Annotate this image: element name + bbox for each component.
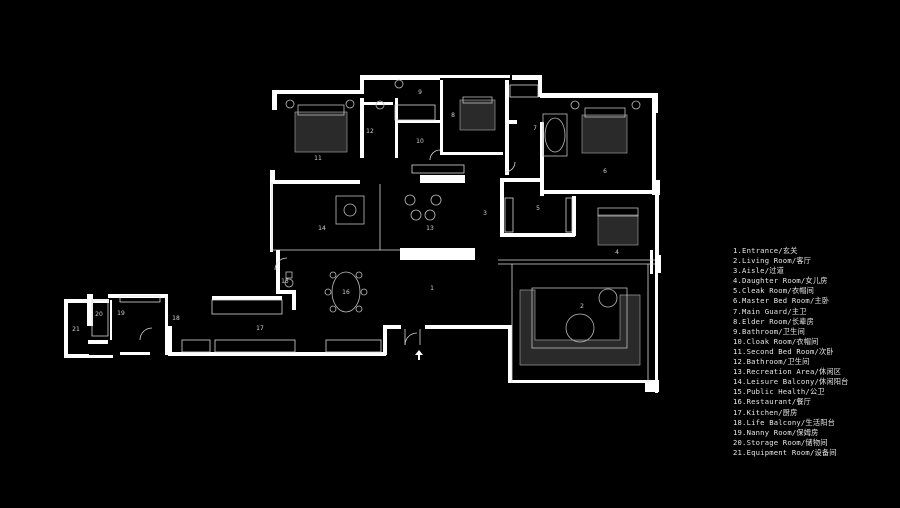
room-number-7: 7 xyxy=(533,125,537,132)
legend-item: 9.Bathroom/卫生间 xyxy=(733,326,805,336)
legend-item: 7.Main Guard/主卫 xyxy=(733,306,807,316)
legend-item: 13.Recreation Area/休闲区 xyxy=(733,367,842,377)
legend-item: 3.Aisle/过道 xyxy=(733,266,784,276)
room-legend: 1.Entrance/玄关 2.Living Room/客厅 3.Aisle/过… xyxy=(733,246,849,458)
legend-item: 14.Leisure Balcony/休闲阳台 xyxy=(733,377,849,387)
room-number-12: 12 xyxy=(366,128,374,135)
room-number-2: 2 xyxy=(580,303,584,310)
legend-item: 17.Kitchen/厨房 xyxy=(733,407,798,417)
room-number-18: 18 xyxy=(172,315,180,322)
legend-item: 12.Bathroom/卫生间 xyxy=(733,357,810,367)
room-number-6: 6 xyxy=(603,168,607,175)
room-number-20: 20 xyxy=(95,311,103,318)
room-number-1: 1 xyxy=(430,285,434,292)
legend-item: 5.Cleak Room/衣帽间 xyxy=(733,286,815,296)
room-number-labels: 1 2 3 4 5 6 7 8 9 10 11 12 13 14 15 16 1… xyxy=(72,89,619,333)
room-number-8: 8 xyxy=(451,112,455,119)
legend-item: 6.Master Bed Room/主卧 xyxy=(733,296,830,306)
legend-item: 8.Elder Room/长辈房 xyxy=(733,316,815,326)
furniture xyxy=(284,79,641,366)
legend-item: 20.Storage Room/储物间 xyxy=(733,437,828,447)
room-number-19: 19 xyxy=(117,310,125,317)
room-number-15: 15 xyxy=(281,278,289,285)
room-number-11: 11 xyxy=(314,155,322,162)
legend-item: 1.Entrance/玄关 xyxy=(733,246,798,255)
walls xyxy=(64,75,661,393)
room-number-13: 13 xyxy=(426,225,434,232)
legend-item: 18.Life Balcony/生活阳台 xyxy=(733,417,835,427)
legend-item: 2.Living Room/客厅 xyxy=(733,256,812,266)
room-number-5: 5 xyxy=(536,205,540,212)
room-number-4: 4 xyxy=(615,249,619,256)
legend-item: 4.Daughter Room/女儿房 xyxy=(733,276,828,286)
legend-item: 21.Equipment Room/设备间 xyxy=(733,447,837,457)
legend-item: 19.Nanny Room/保姆房 xyxy=(733,427,819,437)
legend-item: 16.Restaurant/餐厅 xyxy=(733,397,812,407)
legend-item: 11.Second Bed Room/次卧 xyxy=(733,346,834,356)
room-number-3: 3 xyxy=(483,210,487,217)
fixtures xyxy=(91,84,655,383)
room-number-14: 14 xyxy=(318,225,326,232)
room-number-10: 10 xyxy=(416,138,424,145)
room-number-9: 9 xyxy=(418,89,422,96)
room-number-16: 16 xyxy=(342,289,350,296)
room-number-21: 21 xyxy=(72,326,80,333)
room-number-17: 17 xyxy=(256,325,264,332)
legend-item: 10.Cloak Room/衣帽间 xyxy=(733,336,819,346)
legend-item: 15.Public Health/公卫 xyxy=(733,387,825,397)
